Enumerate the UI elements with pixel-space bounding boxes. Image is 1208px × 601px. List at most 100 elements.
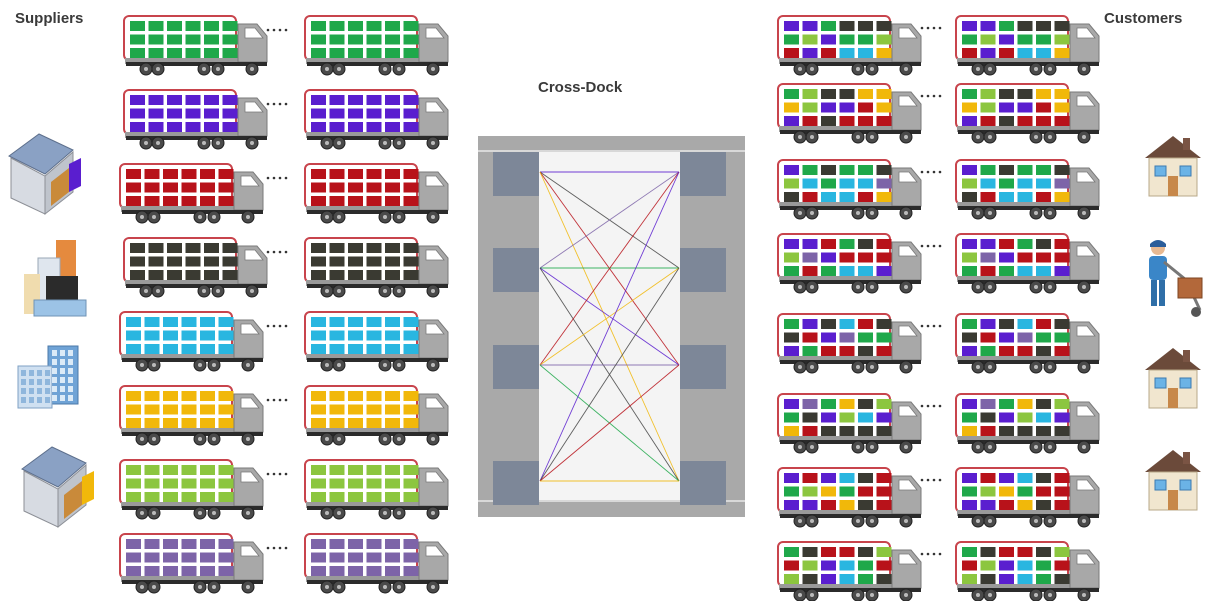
cargo-block	[999, 165, 1014, 175]
ellipsis-dot	[921, 27, 924, 30]
cargo-block	[167, 122, 182, 132]
cargo-block	[167, 21, 182, 31]
wheel-hub	[1082, 445, 1086, 449]
ellipsis-dot	[285, 29, 288, 32]
cargo-block	[962, 574, 977, 584]
ellipsis-dot	[921, 479, 924, 482]
cargo-block	[182, 479, 197, 489]
cargo-block	[385, 465, 400, 475]
window	[52, 386, 57, 392]
wheel-hub	[431, 585, 435, 589]
wheel-hub	[1048, 593, 1052, 597]
cargo-block	[1055, 165, 1070, 175]
wheel-hub	[383, 67, 387, 71]
ellipsis-dot	[267, 547, 270, 550]
cargo-block	[999, 266, 1014, 276]
cargo-block	[981, 547, 996, 557]
cargo-block	[981, 21, 996, 31]
cargo-block	[311, 169, 326, 179]
cargo-block	[385, 257, 400, 267]
cargo-block	[877, 116, 892, 126]
wheel-hub	[156, 289, 160, 293]
cargo-block	[130, 270, 145, 280]
cargo-block	[877, 35, 892, 45]
ellipsis-dot	[939, 325, 942, 328]
cargo-block	[367, 465, 382, 475]
customer-truck	[778, 314, 921, 373]
window	[68, 368, 73, 374]
cargo-block	[981, 413, 996, 423]
window	[37, 388, 42, 394]
cargo-block	[981, 346, 996, 356]
cargo-block	[330, 331, 345, 341]
cargo-block	[803, 179, 818, 189]
cargo-block	[1055, 547, 1070, 557]
cargo-block	[1018, 179, 1033, 189]
cargo-block	[840, 473, 855, 483]
cargo-block	[126, 196, 141, 206]
suppliers-label: Suppliers	[15, 10, 83, 27]
cargo-block	[149, 109, 164, 119]
wheel-hub	[1048, 365, 1052, 369]
cargo-block	[311, 405, 326, 415]
wheel-hub	[798, 285, 802, 289]
cargo-block	[130, 35, 145, 45]
wheel-hub	[1034, 593, 1038, 597]
inbound-door	[493, 152, 539, 196]
city-buildings-icon	[18, 346, 78, 408]
cargo-block	[200, 405, 215, 415]
wheel-hub	[1034, 519, 1038, 523]
cargo-block	[858, 319, 873, 329]
cargo-block	[330, 122, 345, 132]
cargo-block	[1018, 333, 1033, 343]
cargo-block	[784, 399, 799, 409]
cargo-block	[200, 539, 215, 549]
window	[29, 388, 34, 394]
wheel-hub	[431, 67, 435, 71]
cargo-block	[1036, 179, 1051, 189]
cargo-block	[219, 418, 234, 428]
cargo-block	[182, 539, 197, 549]
cargo-block	[803, 574, 818, 584]
wheel-hub	[212, 511, 216, 515]
wheel-hub	[904, 593, 908, 597]
cargo-block	[821, 346, 836, 356]
window	[21, 388, 26, 394]
cargo-block	[182, 418, 197, 428]
cargo-block	[163, 331, 178, 341]
wheel-hub	[216, 67, 220, 71]
cargo-block	[163, 492, 178, 502]
window	[52, 368, 57, 374]
cargo-block	[385, 35, 400, 45]
cargo-block	[200, 331, 215, 341]
ellipsis-dot	[933, 95, 936, 98]
cargo-block	[1018, 487, 1033, 497]
cargo-block	[182, 331, 197, 341]
wheel-hub	[325, 67, 329, 71]
wheel-hub	[152, 215, 156, 219]
cargo-block	[145, 492, 160, 502]
customer-truck	[956, 160, 1099, 219]
cargo-block	[404, 122, 419, 132]
ellipsis-dot	[267, 325, 270, 328]
cargo-block	[840, 319, 855, 329]
cargo-block	[803, 413, 818, 423]
cargo-block	[385, 243, 400, 253]
cargo-block	[149, 243, 164, 253]
ellipsis-dot	[927, 479, 930, 482]
cargo-block	[348, 183, 363, 193]
cargo-block	[840, 116, 855, 126]
window	[60, 368, 65, 374]
cargo-block	[1036, 561, 1051, 571]
cargo-block	[821, 48, 836, 58]
cargo-block	[311, 492, 326, 502]
cargo-block	[126, 566, 141, 576]
cargo-block	[348, 109, 363, 119]
supplier-truck	[120, 386, 263, 445]
cargo-block	[858, 487, 873, 497]
cargo-block	[404, 196, 419, 206]
wheel-hub	[144, 289, 148, 293]
wheel-hub	[856, 445, 860, 449]
cargo-block	[803, 473, 818, 483]
dock-rail	[478, 150, 745, 152]
